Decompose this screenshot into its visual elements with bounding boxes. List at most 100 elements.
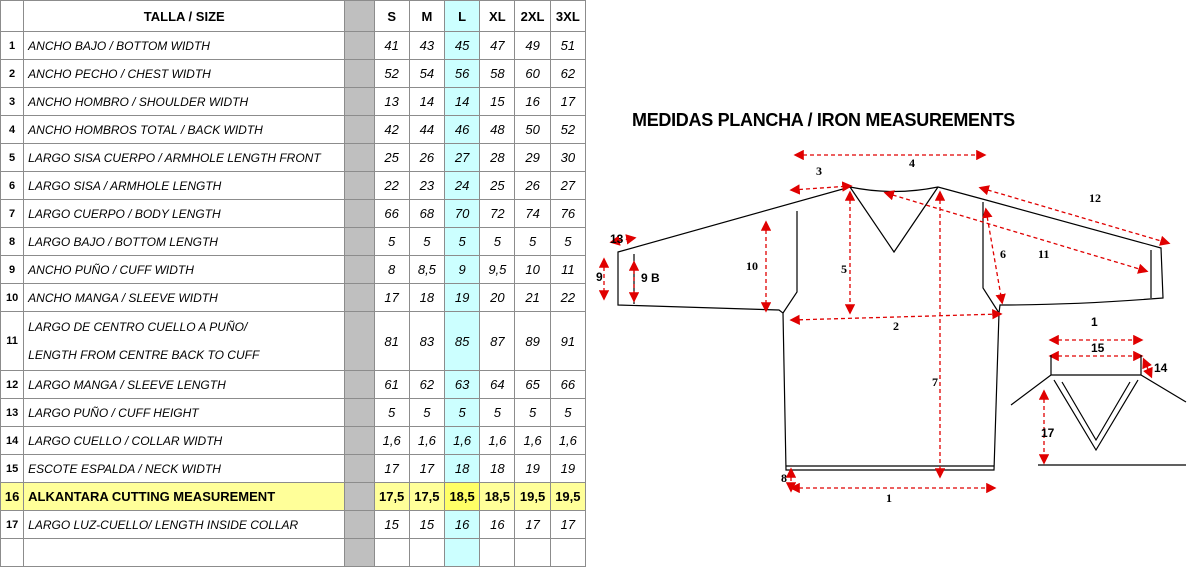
row-value: 85 <box>443 311 481 371</box>
row-number: 16 <box>0 482 25 511</box>
row-value: 14 <box>408 87 446 116</box>
row-value: 56 <box>443 59 481 88</box>
row-value: 17 <box>549 87 587 116</box>
row-value: 26 <box>408 143 446 172</box>
spacer-cell <box>344 454 375 483</box>
row-value: 8,5 <box>408 255 446 284</box>
row-label: ANCHO PECHO / CHEST WIDTH <box>23 59 346 88</box>
label-12: 12 <box>1089 191 1101 205</box>
row-value: 74 <box>514 199 551 228</box>
row-value: 52 <box>373 59 410 88</box>
row-label-line-1: LARGO DE CENTRO CUELLO A PUÑO/ <box>28 320 248 334</box>
row-value: 23 <box>408 171 446 200</box>
spacer-cell <box>344 538 375 567</box>
spacer-cell <box>344 31 375 60</box>
size-header-label: TALLA / SIZE <box>23 0 346 32</box>
row-value: 5 <box>549 227 587 256</box>
row-value: 41 <box>373 31 410 60</box>
row-value: 91 <box>549 311 587 371</box>
row-number: 4 <box>0 115 25 144</box>
row-value: 29 <box>514 143 551 172</box>
spacer-cell <box>344 510 375 539</box>
detail-label-15: 15 <box>1091 341 1105 355</box>
row-number: 3 <box>0 87 25 116</box>
row-value: 5 <box>479 227 516 256</box>
row-value: 45 <box>443 31 481 60</box>
row-value: 27 <box>549 171 587 200</box>
row-value: 5 <box>408 227 446 256</box>
sweater-diagram: 3 4 12 11 6 10 5 2 7 8 1 13 9 9 B 1 15 1… <box>596 149 1187 505</box>
empty-cell <box>0 538 25 567</box>
row-number: 8 <box>0 227 25 256</box>
label-8: 8 <box>781 471 787 485</box>
row-number: 7 <box>0 199 25 228</box>
row-value: 18 <box>443 454 481 483</box>
spacer-cell <box>344 398 375 427</box>
row-value: 54 <box>408 59 446 88</box>
row-value: 5 <box>443 227 481 256</box>
row-number: 2 <box>0 59 25 88</box>
row-number: 10 <box>0 283 25 312</box>
row-value: 87 <box>479 311 516 371</box>
row-value: 76 <box>549 199 587 228</box>
row-label: LARGO DE CENTRO CUELLO A PUÑO/LENGTH FRO… <box>23 311 346 371</box>
row-value: 11 <box>549 255 587 284</box>
row-value: 70 <box>443 199 481 228</box>
row-value: 20 <box>479 283 516 312</box>
row-number: 9 <box>0 255 25 284</box>
empty-cell <box>479 538 516 567</box>
row-number: 12 <box>0 370 25 399</box>
collar-detail <box>1010 355 1187 466</box>
row-number: 17 <box>0 510 25 539</box>
row-value: 25 <box>373 143 410 172</box>
spacer-cell <box>344 59 375 88</box>
row-value: 13 <box>373 87 410 116</box>
row-value: 24 <box>443 171 481 200</box>
spacer-cell <box>344 0 375 32</box>
row-label: ANCHO HOMBRO / SHOULDER WIDTH <box>23 87 346 116</box>
row-value: 17 <box>373 283 410 312</box>
row-value: 19 <box>443 283 481 312</box>
diagram-title: MEDIDAS PLANCHA / IRON MEASUREMENTS <box>632 110 1015 130</box>
row-value: 68 <box>408 199 446 228</box>
spacer-cell <box>344 370 375 399</box>
row-value: 1,6 <box>549 426 587 455</box>
row-value: 1,6 <box>479 426 516 455</box>
row-value: 66 <box>549 370 587 399</box>
row-value: 58 <box>479 59 516 88</box>
row-value: 62 <box>408 370 446 399</box>
row-value: 28 <box>479 143 516 172</box>
label-9: 9 <box>596 270 603 284</box>
row-value: 5 <box>514 227 551 256</box>
empty-cell <box>549 538 587 567</box>
row-label: LARGO SISA / ARMHOLE LENGTH <box>23 171 346 200</box>
row-value: 19,5 <box>549 482 587 511</box>
spacer-cell <box>344 227 375 256</box>
row-number: 15 <box>0 454 25 483</box>
row-label: LARGO CUERPO / BODY LENGTH <box>23 199 346 228</box>
row-label: ANCHO PUÑO / CUFF WIDTH <box>23 255 346 284</box>
row-value: 16 <box>443 510 481 539</box>
row-number: 1 <box>0 31 25 60</box>
dimension-arrows <box>598 149 1171 494</box>
row-value: 47 <box>479 31 516 60</box>
row-value: 89 <box>514 311 551 371</box>
row-value: 64 <box>479 370 516 399</box>
row-value: 46 <box>443 115 481 144</box>
row-label: LARGO PUÑO / CUFF HEIGHT <box>23 398 346 427</box>
row-label: LARGO LUZ-CUELLO/ LENGTH INSIDE COLLAR <box>23 510 346 539</box>
size-col-s: S <box>373 0 410 32</box>
row-value: 42 <box>373 115 410 144</box>
row-value: 5 <box>549 398 587 427</box>
spacer-cell <box>344 482 375 511</box>
row-label: ANCHO BAJO / BOTTOM WIDTH <box>23 31 346 60</box>
spacer-cell <box>344 283 375 312</box>
row-value: 50 <box>514 115 551 144</box>
